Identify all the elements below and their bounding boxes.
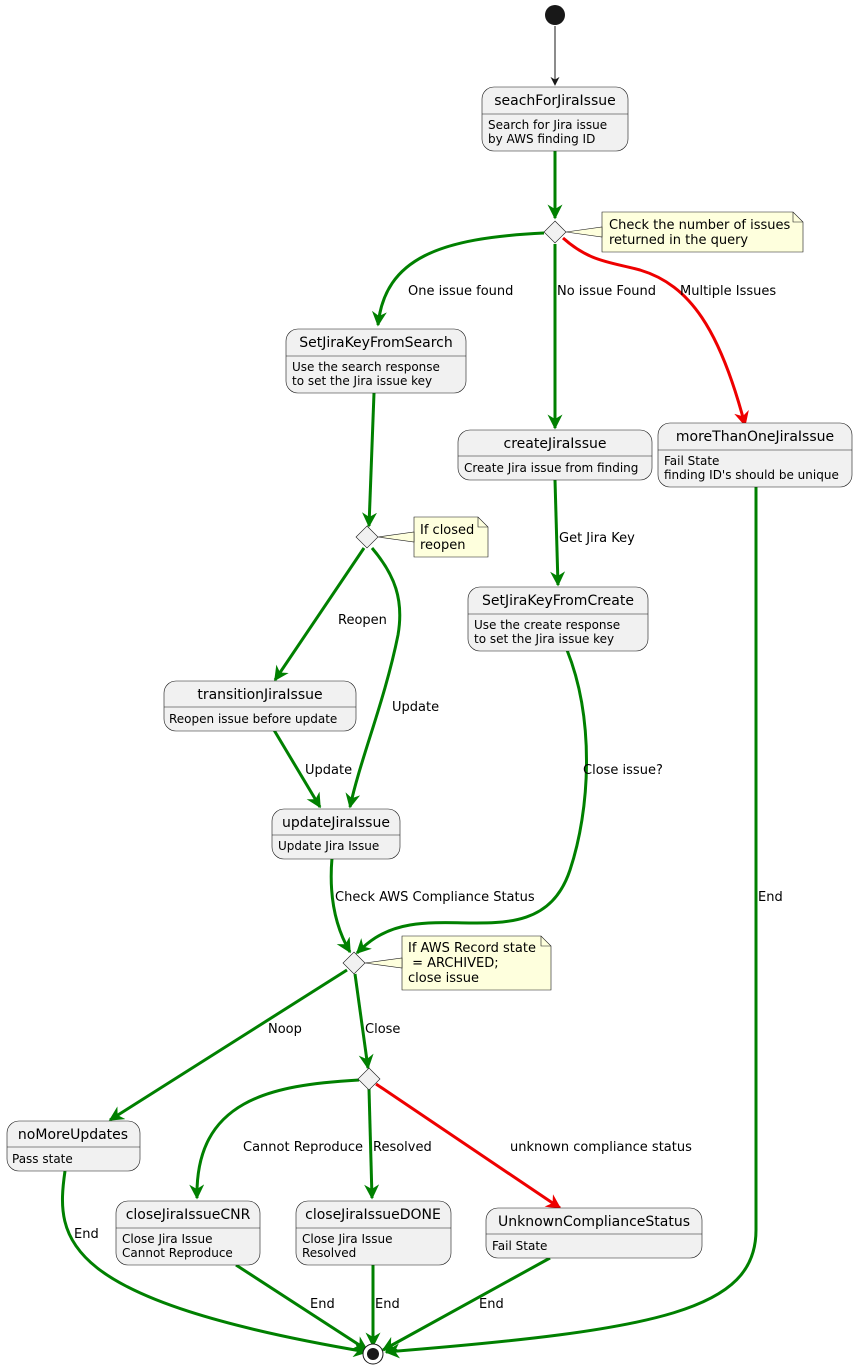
label-end-done: End <box>375 1297 400 1312</box>
note-check-count: Check the number of issues returned in t… <box>565 211 804 253</box>
edge-transition-to-update <box>272 729 322 809</box>
initial-state <box>545 5 565 25</box>
edge-end-no-more-updates <box>60 1170 369 1358</box>
label-close-issue-question: Close issue? <box>583 763 663 778</box>
label-resolved: Resolved <box>373 1140 432 1155</box>
state-description-line: by AWS finding ID <box>488 132 595 146</box>
note-archived-line1: If AWS Record state <box>408 941 536 956</box>
label-end-no-more-updates: End <box>74 1227 99 1242</box>
edge-check-compliance <box>329 857 352 954</box>
label-end-more-than-one: End <box>758 890 783 905</box>
state-transition-jira-issue: transitionJiraIssue Reopen issue before … <box>163 680 357 732</box>
state-description-line: Use the search response <box>292 360 440 374</box>
edge-multiple-issues <box>562 236 749 427</box>
edge-create-get-key <box>550 479 566 587</box>
state-title: createJiraIssue <box>504 436 607 452</box>
state-more-than-one-jira-issue: moreThanOneJiraIssue Fail State finding … <box>657 422 853 488</box>
state-set-jira-key-from-create: SetJiraKeyFromCreate Use the create resp… <box>467 586 649 652</box>
label-check-compliance: Check AWS Compliance Status <box>335 890 535 905</box>
edge-end-more-than-one <box>384 487 758 1359</box>
state-title: moreThanOneJiraIssue <box>676 429 834 445</box>
state-unknown-compliance-status: UnknownComplianceStatus Fail State <box>485 1207 703 1259</box>
edge-close <box>353 973 374 1070</box>
edge-labels: One issue found No issue Found Multiple … <box>74 284 783 1312</box>
state-title: UnknownComplianceStatus <box>498 1214 690 1230</box>
edge-update-direct <box>345 547 402 809</box>
state-description-line: Use the create response <box>474 618 620 632</box>
state-description-line: Resolved <box>302 1246 356 1260</box>
state-title: seachForJiraIssue <box>494 93 616 109</box>
state-description-line: Pass state <box>12 1152 73 1166</box>
note-if-closed: If closed reopen <box>377 516 489 558</box>
state-title: transitionJiraIssue <box>197 687 322 703</box>
edge-end-cnr <box>235 1263 369 1352</box>
edge-cannot-reproduce <box>189 1078 360 1200</box>
state-description-line: Search for Jira issue <box>488 118 607 132</box>
edge-one-issue-found <box>371 231 545 327</box>
label-no-issue-found: No issue Found <box>557 284 656 299</box>
state-description-line: Close Jira Issue <box>122 1232 213 1246</box>
state-no-more-updates: noMoreUpdates Pass state <box>6 1120 141 1172</box>
state-title: noMoreUpdates <box>18 1127 128 1143</box>
edge-end-unknown <box>381 1256 551 1352</box>
label-multiple-issues: Multiple Issues <box>680 284 776 299</box>
label-close: Close <box>365 1022 400 1037</box>
label-end-unknown: End <box>479 1297 504 1312</box>
state-create-jira-issue: createJiraIssue Create Jira issue from f… <box>457 429 653 481</box>
state-description-line: to set the Jira issue key <box>474 632 614 646</box>
choice-if-closed <box>355 525 379 549</box>
label-update-direct: Update <box>392 700 439 715</box>
state-title: SetJiraKeyFromSearch <box>299 335 453 351</box>
choice-check-count <box>543 220 567 244</box>
state-title: closeJiraIssueDONE <box>305 1207 441 1223</box>
state-close-jira-issue-cnr: closeJiraIssueCNR Close Jira Issue Canno… <box>115 1200 261 1266</box>
label-get-jira-key: Get Jira Key <box>559 531 635 546</box>
note-check-count-line1: Check the number of issues <box>609 218 791 233</box>
final-state <box>362 1343 384 1365</box>
edge-close-issue-question <box>355 649 588 955</box>
note-archived-line3: close issue <box>408 971 479 986</box>
note-archived: If AWS Record state = ARCHIVED; close is… <box>364 935 552 991</box>
state-set-jira-key-from-search: SetJiraKeyFromSearch Use the search resp… <box>285 328 467 394</box>
state-title: SetJiraKeyFromCreate <box>482 593 634 609</box>
edge-search-key-to-choice2 <box>362 392 378 528</box>
choice-compliance <box>342 951 366 975</box>
note-check-count-line2: returned in the query <box>609 233 748 248</box>
label-unknown-status: unknown compliance status <box>510 1140 692 1155</box>
label-update-after-transition: Update <box>305 763 352 778</box>
state-description-line: finding ID's should be unique <box>664 468 839 482</box>
state-description-line: Reopen issue before update <box>169 712 337 726</box>
label-one-issue-found: One issue found <box>408 284 513 299</box>
edge-noop <box>108 968 348 1122</box>
edge-reopen <box>273 547 366 682</box>
state-description-line: Fail State <box>492 1239 547 1253</box>
state-description-line: Fail State <box>664 454 719 468</box>
label-end-cnr: End <box>310 1297 335 1312</box>
state-description-line: Update Jira Issue <box>278 839 379 853</box>
edge-resolved <box>364 1088 380 1200</box>
label-cannot-reproduce: Cannot Reproduce <box>243 1140 363 1155</box>
state-close-jira-issue-done: closeJiraIssueDONE Close Jira Issue Reso… <box>295 1200 452 1266</box>
choice-nodes <box>342 220 567 1091</box>
state-update-jira-issue: updateJiraIssue Update Jira Issue <box>271 808 401 860</box>
note-archived-line2: = ARCHIVED; <box>408 956 499 971</box>
edges <box>60 26 758 1359</box>
state-title: updateJiraIssue <box>282 815 390 831</box>
state-search-for-jira-issue: seachForJiraIssue Search for Jira issue … <box>481 86 629 152</box>
state-description-line: Create Jira issue from finding <box>464 461 638 475</box>
note-if-closed-line1: If closed <box>420 523 474 538</box>
choice-close-type <box>357 1067 381 1091</box>
edge-unknown-status <box>375 1082 562 1210</box>
note-if-closed-line2: reopen <box>420 538 466 553</box>
state-title: closeJiraIssueCNR <box>126 1207 251 1223</box>
state-description-line: Close Jira Issue <box>302 1232 393 1246</box>
state-description-line: to set the Jira issue key <box>292 374 432 388</box>
label-reopen: Reopen <box>338 613 387 628</box>
state-description-line: Cannot Reproduce <box>122 1246 233 1260</box>
label-noop: Noop <box>268 1022 302 1037</box>
